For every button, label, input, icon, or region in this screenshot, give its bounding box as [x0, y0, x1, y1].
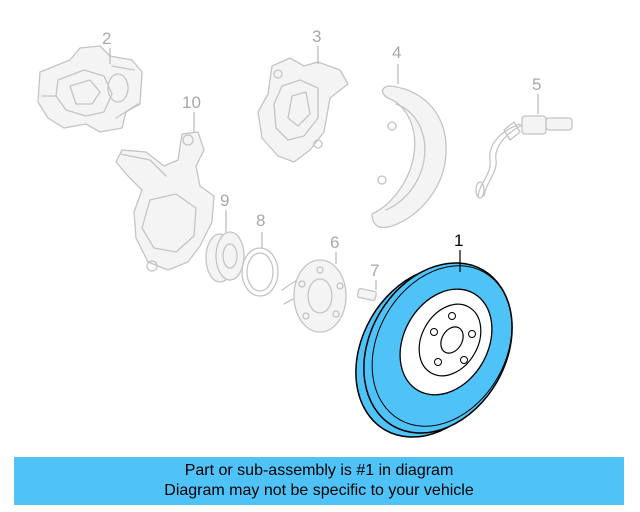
callout-7: 7: [370, 261, 379, 280]
parts-diagram: 2 3 4 5 10: [37, 27, 573, 438]
caption-banner: Part or sub-assembly is #1 in diagram Di…: [14, 457, 624, 505]
bearing-part: [205, 231, 245, 283]
callout-5: 5: [532, 75, 541, 94]
hub-part: [281, 259, 347, 333]
caption-line-2: Diagram may not be specific to your vehi…: [164, 482, 474, 499]
wheel-stud-part: [356, 287, 377, 302]
abs-sensor-part: [475, 115, 573, 199]
callout-3: 3: [312, 27, 321, 46]
callout-9: 9: [220, 191, 229, 210]
splash-shield-part: [371, 85, 447, 229]
callout-1: 1: [454, 231, 463, 250]
callout-6: 6: [330, 233, 339, 252]
callout-4: 4: [392, 43, 401, 62]
brake-rotor-part: [355, 262, 513, 438]
caliper-bracket-part: [257, 57, 349, 163]
callout-10: 10: [182, 93, 201, 112]
caption-line-1: Part or sub-assembly is #1 in diagram: [184, 462, 454, 479]
caliper-part: [37, 45, 143, 133]
snap-ring-part: [241, 247, 279, 297]
steering-knuckle-part: [115, 131, 215, 272]
callout-2: 2: [102, 29, 111, 48]
callout-8: 8: [256, 211, 265, 230]
